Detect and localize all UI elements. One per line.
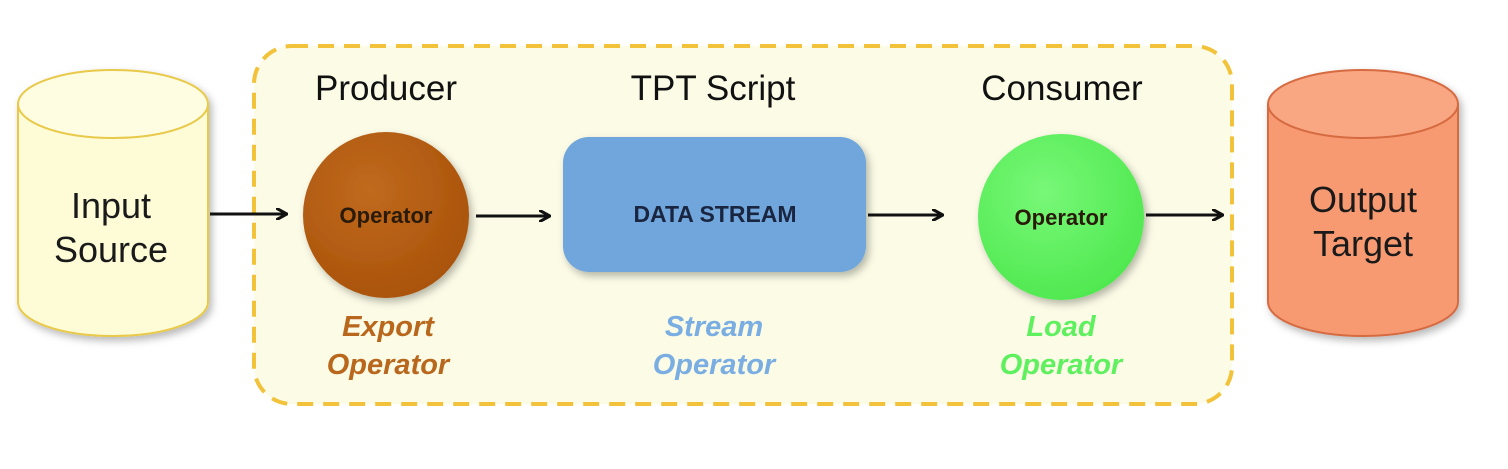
- load-operator-caption-line2: Operator: [1000, 349, 1124, 381]
- export-operator-caption-line1: Export: [342, 311, 435, 343]
- stream-operator-caption-line2: Operator: [653, 349, 777, 381]
- consumer-operator-circle: [978, 134, 1144, 300]
- consumer-heading: Consumer: [981, 69, 1143, 108]
- output-target-cylinder: [1267, 69, 1459, 337]
- input-source-label-line1: Input: [71, 185, 151, 226]
- data-stream-box: [563, 137, 866, 272]
- output-target-label-line2: Target: [1313, 223, 1413, 264]
- input-source-cylinder: [17, 69, 209, 337]
- output-target-label-line1: Output: [1309, 179, 1417, 220]
- producer-heading: Producer: [315, 69, 457, 108]
- stream-operator-caption-line1: Stream: [665, 311, 763, 343]
- input-source-label-line2: Source: [54, 229, 168, 270]
- load-operator-caption-line1: Load: [1026, 311, 1097, 343]
- consumer-operator-label: Operator: [1015, 205, 1108, 230]
- export-operator-caption-line2: Operator: [327, 349, 451, 381]
- producer-operator-label: Operator: [340, 203, 433, 228]
- tpt-script-heading: TPT Script: [631, 69, 796, 108]
- producer-operator-circle: [303, 132, 469, 298]
- data-stream-label: DATA STREAM: [633, 201, 796, 227]
